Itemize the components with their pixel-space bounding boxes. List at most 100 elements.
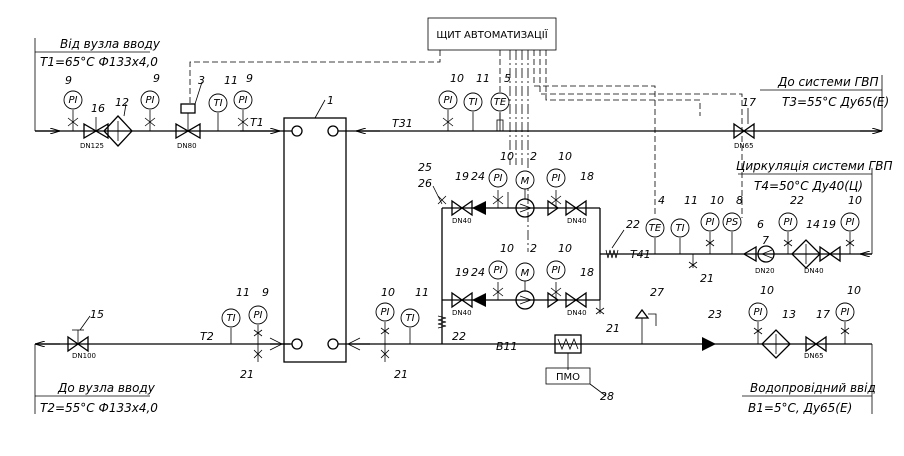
pos-17b: 17 (816, 308, 830, 321)
pos-21a: 21 (240, 368, 254, 381)
pos-25: 25 (418, 161, 432, 174)
pmo-label: ПМО (556, 372, 580, 383)
pos-10c: 10 (558, 150, 572, 163)
pos-19b: 19 (455, 266, 469, 279)
pos-21c: 21 (606, 322, 620, 335)
signal-lines (189, 50, 743, 252)
dn65-label-b: DN65 (804, 352, 824, 360)
pos-15: 15 (90, 308, 104, 321)
pos-10a: 10 (450, 72, 464, 85)
pos-11d: 11 (236, 286, 250, 299)
pos-11e: 11 (415, 286, 429, 299)
b11-cold-water-line: B11 Водопровідний ввід B1=5°C, Ду65(Е) P… (338, 284, 876, 415)
dn40-label-a: DN40 (452, 217, 472, 225)
pi-icon: PI (841, 307, 850, 318)
t2-return-line: T2 До вузла вводу T2=55°C Ф133х4,0 15 DN… (34, 286, 292, 415)
dhw-spec: T3=55°C Ду65(Е) (782, 95, 889, 109)
pos-13: 13 (782, 308, 796, 321)
pos-10g: 10 (848, 194, 862, 207)
pos-26: 26 (418, 177, 432, 190)
pi-icon: PI (846, 217, 855, 228)
motor-icon: M (521, 268, 530, 279)
pi-icon: PI (552, 173, 561, 184)
pos-10f: 10 (710, 194, 724, 207)
pos-19c: 19 (822, 218, 836, 231)
t41-circulation-line: T41 Циркуляція системи ГВП T4=50°C Ду40(… (630, 159, 892, 285)
ti-icon: TI (675, 223, 684, 234)
pos-9a: 9 (65, 74, 72, 87)
pos-9c: 9 (246, 72, 253, 85)
dn40-label-b: DN40 (567, 217, 587, 225)
pipe-t2-label: T2 (200, 330, 214, 343)
pos-17a: 17 (742, 96, 756, 109)
automation-panel-label: ЩИТ АВТОМАТИЗАЦІЇ (436, 28, 547, 41)
pi-icon: PI (706, 217, 715, 228)
pos-11b: 11 (476, 72, 490, 85)
pos-2a: 2 (530, 150, 537, 163)
inlet-title: Від вузла вводу (60, 37, 161, 51)
ti-icon: TI (468, 97, 477, 108)
pos-14: 14 (806, 218, 820, 231)
water-in-spec: B1=5°C, Ду65(Е) (748, 401, 852, 415)
pipe-b11-label: B11 (496, 340, 518, 353)
pos-2b: 2 (530, 242, 537, 255)
circulation-title: Циркуляція системи ГВП (736, 159, 892, 173)
pos-22a: 22 (626, 218, 640, 231)
water-in-title: Водопровідний ввід (750, 381, 876, 395)
heat-exchanger: 1 (283, 94, 347, 363)
inlet-spec: T1=65°C Ф133х4,0 (40, 55, 158, 69)
pipe-t41-label: T41 (630, 248, 651, 261)
pi-icon: PI (69, 95, 78, 106)
dn40-label-d: DN40 (567, 309, 587, 317)
pos-5: 5 (504, 72, 511, 85)
dhw-title: До системи ГВП (777, 75, 879, 89)
pos-21b: 21 (394, 368, 408, 381)
circulation-spec: T4=50°C Ду40(Ц) (754, 179, 863, 193)
pi-icon: PI (381, 307, 390, 318)
return-title: До вузла вводу (57, 381, 156, 395)
pos-10b: 10 (500, 150, 514, 163)
pos-18b: 18 (580, 266, 594, 279)
pi-icon: PI (494, 265, 503, 276)
pi-icon: PI (146, 95, 155, 106)
pos-24b: 24 (471, 266, 485, 279)
ti-icon: TI (213, 98, 222, 109)
pos-7: 7 (762, 234, 769, 247)
pos-22b: 22 (452, 330, 466, 343)
t31-dhw-line: T31 До системи ГВП T3=55°C Ду65(Е) PI 10… (338, 72, 889, 150)
pos-22c: 22 (790, 194, 804, 207)
pi-icon: PI (254, 310, 263, 321)
pi-icon: PI (784, 217, 793, 228)
dn125-label: DN125 (80, 142, 104, 150)
te-icon: TE (649, 223, 662, 234)
pos-11c: 11 (684, 194, 698, 207)
pos-18a: 18 (580, 170, 594, 183)
pos-10j: 10 (847, 284, 861, 297)
pos-9d: 9 (262, 286, 269, 299)
pi-icon: PI (552, 265, 561, 276)
automation-panel: ЩИТ АВТОМАТИЗАЦІЇ (427, 17, 557, 51)
pos-27: 27 (650, 286, 664, 299)
t1-supply-line: T1 Від вузла вводу T1=65°C Ф133х4,0 16 D… (34, 37, 292, 150)
pos-16: 16 (91, 102, 105, 115)
dn40-label-c: DN40 (452, 309, 472, 317)
pos-9b: 9 (153, 72, 160, 85)
te-icon: TE (494, 97, 507, 108)
ti-icon: TI (405, 313, 414, 324)
dn100-label: DN100 (72, 352, 96, 360)
pos-24a: 24 (471, 170, 485, 183)
pi-icon: PI (239, 95, 248, 106)
pipe-t1-label: T1 (250, 116, 264, 129)
pos-12: 12 (115, 96, 129, 109)
pi-icon: PI (754, 307, 763, 318)
pos-4: 4 (658, 194, 665, 207)
dn20-label: DN20 (755, 267, 775, 275)
motor-icon: M (521, 176, 530, 187)
pump-group: DN40 M DN40 PI 10 PI 10 2 19 24 18 25 26… (418, 150, 650, 344)
return-spec: T2=55°C Ф133х4,0 (40, 401, 158, 415)
pos-8: 8 (736, 194, 743, 207)
pipe-t31-label: T31 (392, 117, 413, 130)
pos-28: 28 (600, 390, 614, 403)
pos-10e: 10 (558, 242, 572, 255)
